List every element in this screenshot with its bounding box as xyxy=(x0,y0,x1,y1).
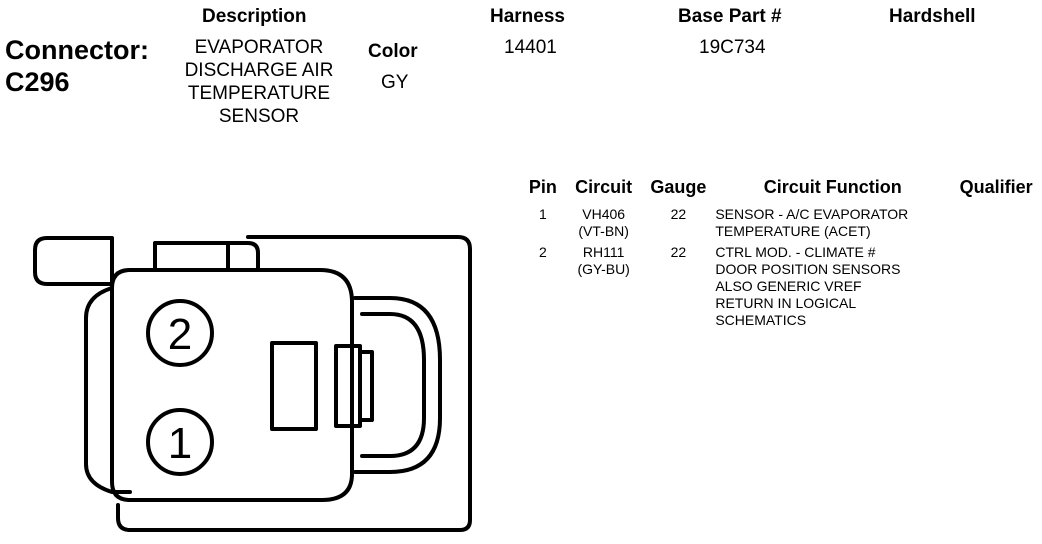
base-part-value: 19C734 xyxy=(699,37,766,58)
function-line: SENSOR - A/C EVAPORATOR xyxy=(715,206,909,222)
harness-value: 14401 xyxy=(504,37,557,58)
color-header: Color xyxy=(368,41,418,62)
pin-1-circle xyxy=(146,408,214,476)
description-value: EVAPORATOR DISCHARGE AIR TEMPERATURE SEN… xyxy=(168,36,350,128)
circuit-color: (GY-BU) xyxy=(577,261,630,277)
description-header: Description xyxy=(202,6,307,27)
connector-label: Connector: C296 xyxy=(5,34,149,98)
terminal-slot-tab xyxy=(358,350,374,422)
description-line: TEMPERATURE xyxy=(187,83,331,104)
pin-table: Pin Circuit Gauge Circuit Function Quali… xyxy=(520,177,1042,333)
left-bump xyxy=(84,286,132,494)
circuit-cell: RH111 (GY-BU) xyxy=(566,244,642,333)
pin-cell: 1 xyxy=(538,206,547,222)
circuit-code: RH111 xyxy=(582,244,625,260)
column-header-qualifier: Qualifier xyxy=(959,177,1033,197)
table-row: 2 RH111 (GY-BU) 22 CTRL MOD. - CLIMATE #… xyxy=(520,244,1042,333)
inner-cavity xyxy=(110,268,354,502)
top-strip xyxy=(153,241,230,272)
function-cell: SENSOR - A/C EVAPORATOR TEMPERATURE (ACE… xyxy=(715,206,950,244)
column-header-gauge: Gauge xyxy=(650,177,707,197)
gauge-cell: 22 xyxy=(670,206,687,222)
function-line: SCHEMATICS xyxy=(715,312,807,328)
pin-label-2: 2 xyxy=(168,310,192,359)
description-line: EVAPORATOR xyxy=(194,37,324,58)
pin-2-circle xyxy=(146,299,214,367)
lock-housing xyxy=(353,296,442,474)
base-part-header: Base Part # xyxy=(678,6,782,27)
latch-tab xyxy=(33,236,114,286)
column-header-circuit-function: Circuit Function xyxy=(763,177,902,197)
function-line: TEMPERATURE (ACET) xyxy=(715,223,871,239)
pin-cell: 2 xyxy=(538,244,547,260)
pin-table-header-row: Pin Circuit Gauge Circuit Function Quali… xyxy=(520,177,1042,206)
connector-label-text: Connector: xyxy=(5,35,149,65)
function-line: ALSO GENERIC VREF xyxy=(715,278,862,294)
circuit-code: VH406 xyxy=(582,206,626,222)
harness-header: Harness xyxy=(490,6,565,27)
connector-id: C296 xyxy=(5,67,70,97)
gauge-cell: 22 xyxy=(670,244,687,260)
column-header-circuit: Circuit xyxy=(575,177,633,197)
function-line: RETURN IN LOGICAL xyxy=(715,295,857,311)
top-strip-right xyxy=(226,241,260,272)
table-row: 1 VH406 (VT-BN) 22 SENSOR - A/C EVAPORAT… xyxy=(520,206,1042,244)
circuit-color: (VT-BN) xyxy=(578,223,629,239)
terminal-slot xyxy=(334,344,362,428)
description-line: DISCHARGE AIR xyxy=(184,60,334,81)
color-value: GY xyxy=(381,72,409,93)
terminal-slot xyxy=(270,341,318,431)
function-cell: CTRL MOD. - CLIMATE # DOOR POSITION SENS… xyxy=(715,244,950,333)
pin-label-1: 1 xyxy=(168,419,192,468)
outer-shell xyxy=(116,235,472,532)
function-line: DOOR POSITION SENSORS xyxy=(715,261,901,277)
hardshell-header: Hardshell xyxy=(889,6,976,27)
description-line: SENSOR xyxy=(218,106,300,127)
column-header-pin: Pin xyxy=(528,177,557,197)
function-line: CTRL MOD. - CLIMATE # xyxy=(715,244,876,260)
lock-inner xyxy=(360,312,426,458)
circuit-cell: VH406 (VT-BN) xyxy=(566,206,642,244)
